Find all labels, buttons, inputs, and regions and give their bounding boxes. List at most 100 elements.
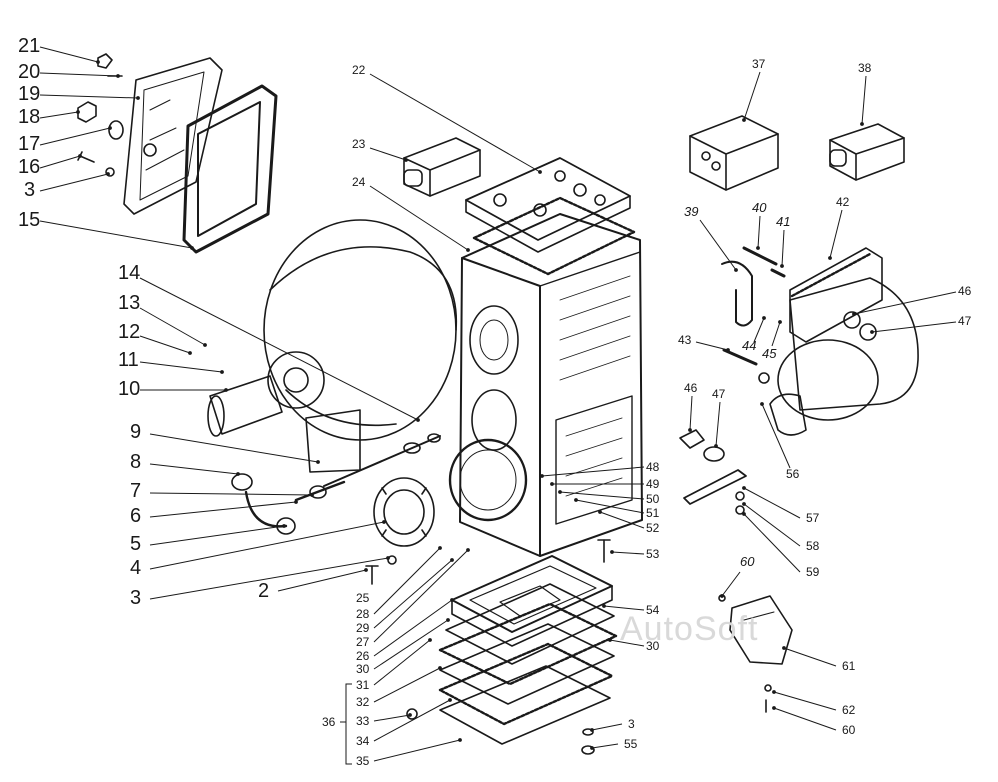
leader-line-c28 <box>373 547 441 615</box>
group-bracket-36 <box>340 683 352 765</box>
leader-dot-c61 <box>782 646 786 650</box>
callout-label-c31: 31 <box>356 678 370 692</box>
fitting-43 <box>722 348 770 384</box>
leader-line-c38 <box>861 75 867 125</box>
callout-label-c9: 9 <box>130 421 141 443</box>
leader-dot-c40 <box>756 246 760 250</box>
callout-label-c33: 33 <box>356 714 370 728</box>
leader-dot-c30a <box>446 618 450 622</box>
leader-dot-c30b <box>608 638 612 642</box>
callout-label-c39: 39 <box>684 204 698 219</box>
leader-dot-c60a <box>720 594 724 598</box>
leader-dot-c31 <box>428 638 432 642</box>
callout-label-c22: 22 <box>352 63 366 77</box>
leader-dot-c49 <box>550 482 554 486</box>
leader-line-c35 <box>373 739 461 762</box>
shift-fork-39 <box>721 260 753 327</box>
leader-dot-c41 <box>780 264 784 268</box>
leader-dot-c3b <box>386 556 390 560</box>
leader-dot-c62 <box>772 690 776 694</box>
leader-dot-c5 <box>282 524 286 528</box>
valve-block-37 <box>689 115 779 191</box>
callout-label-c26: 26 <box>356 649 370 663</box>
callout-label-c43: 43 <box>678 333 692 347</box>
callout-label-c11: 11 <box>118 349 139 371</box>
callout-label-c18: 18 <box>18 106 40 128</box>
callout-label-c62: 62 <box>842 703 856 717</box>
leader-line-c58 <box>743 503 801 547</box>
callout-label-c58: 58 <box>806 539 820 553</box>
leader-dot-c44 <box>762 316 766 320</box>
gasket-15 <box>182 84 278 254</box>
leader-dot-c22 <box>538 170 542 174</box>
leader-line-c8 <box>149 463 239 475</box>
callout-label-c3c: 3 <box>628 717 635 731</box>
washers-3-55 <box>581 728 595 755</box>
leader-dot-c10 <box>224 388 228 392</box>
callout-label-c32: 32 <box>356 695 370 709</box>
leader-line-c50 <box>559 491 645 500</box>
leader-dot-c42 <box>828 256 832 260</box>
leader-line-c34 <box>373 699 451 742</box>
callout-label-c7: 7 <box>130 480 141 502</box>
leader-line-c13 <box>139 307 206 346</box>
leader-line-c52 <box>599 511 645 529</box>
leader-dot-c54 <box>602 604 606 608</box>
leader-line-c47a <box>871 321 957 333</box>
leader-dot-c34 <box>448 698 452 702</box>
leader-dot-c2 <box>364 568 368 572</box>
leader-dot-c14 <box>416 418 420 422</box>
leader-line-c30b <box>609 639 645 647</box>
leader-dot-c27 <box>466 548 470 552</box>
leader-dot-c7 <box>310 493 314 497</box>
leader-dot-c29 <box>450 558 454 562</box>
leader-line-c5 <box>149 525 285 546</box>
callout-label-c49: 49 <box>646 477 660 491</box>
leader-line-c59 <box>743 513 801 573</box>
top-cover-22 <box>465 157 636 276</box>
leader-line-c54 <box>603 605 645 611</box>
leader-line-c55 <box>591 743 619 749</box>
leader-dot-c52 <box>598 510 602 514</box>
callout-label-c59: 59 <box>806 565 820 579</box>
leader-dot-c39 <box>734 268 738 272</box>
leader-line-c15 <box>39 220 193 249</box>
leader-line-c11 <box>139 361 223 373</box>
leader-dot-c3c <box>590 728 594 732</box>
callout-label-c38: 38 <box>858 61 872 75</box>
leader-dot-c4 <box>382 520 386 524</box>
main-gearbox-body <box>448 213 643 557</box>
leader-dot-c55 <box>590 746 594 750</box>
callout-label-c47b: 47 <box>712 387 726 401</box>
callout-label-c46a: 46 <box>958 284 972 298</box>
leader-dot-c37 <box>742 118 746 122</box>
leader-line-c3b <box>149 557 389 600</box>
leader-dot-c11 <box>220 370 224 374</box>
hydraulic-unit-housing <box>769 277 919 436</box>
leader-line-c48 <box>541 466 645 477</box>
flange-4 <box>373 477 435 547</box>
leader-dot-c57 <box>742 486 746 490</box>
leader-line-c2 <box>277 569 367 592</box>
leader-line-c21a <box>39 46 99 63</box>
leader-line-c37 <box>743 71 761 121</box>
callout-label-c29: 29 <box>356 621 370 635</box>
leader-line-c60a <box>721 571 741 597</box>
leader-dot-c6 <box>294 500 298 504</box>
leader-dot-c18 <box>76 110 80 114</box>
leader-dot-c15 <box>190 246 194 250</box>
callout-label-c42: 42 <box>836 195 850 209</box>
leader-line-c9 <box>149 433 319 463</box>
leader-dot-c26 <box>450 598 454 602</box>
leader-line-c14 <box>139 277 419 421</box>
callout-label-c47a: 47 <box>958 314 972 328</box>
leader-dot-c13 <box>203 343 207 347</box>
callout-label-c57: 57 <box>806 511 820 525</box>
leader-line-c27 <box>373 549 469 643</box>
leader-line-c41 <box>781 229 785 267</box>
callout-label-c3b: 3 <box>130 587 141 609</box>
leader-line-c51 <box>575 499 645 514</box>
callout-label-c35: 35 <box>356 754 370 768</box>
leader-dot-c51 <box>574 498 578 502</box>
